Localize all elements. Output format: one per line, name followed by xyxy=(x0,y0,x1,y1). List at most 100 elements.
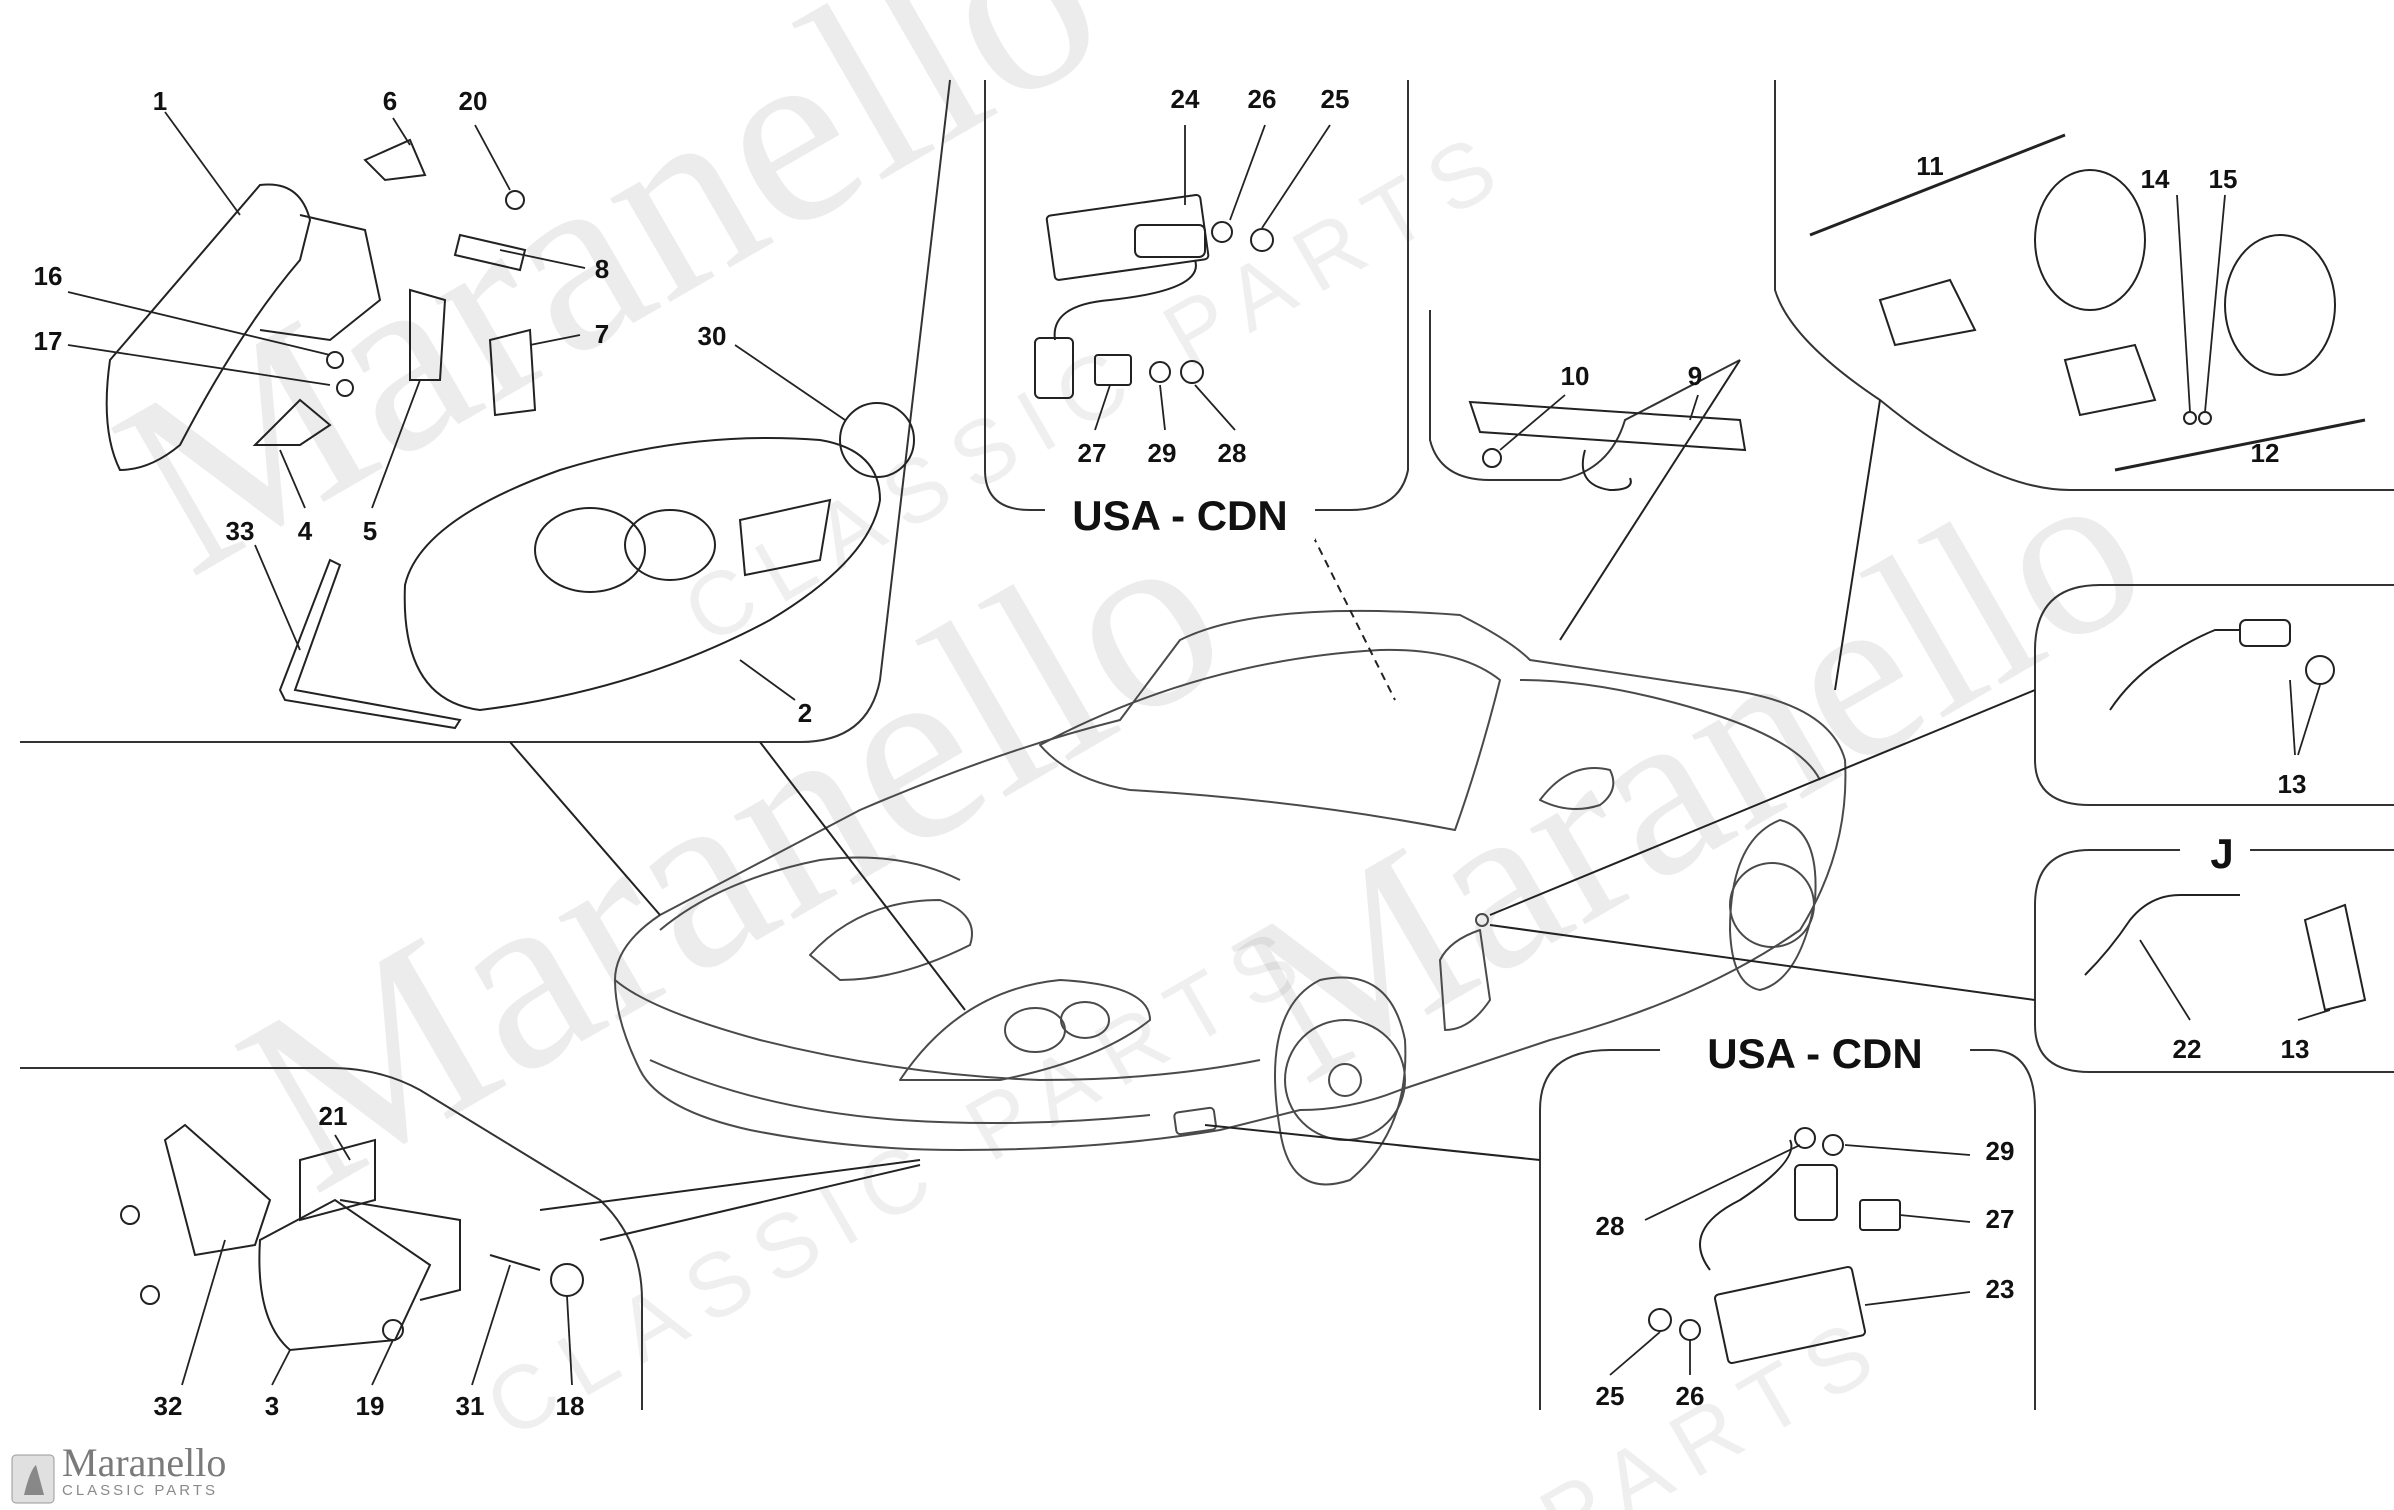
car-roofline xyxy=(1519,679,1821,781)
callout-9: 9 xyxy=(1688,361,1702,391)
headlamp-bulb-low xyxy=(534,507,646,593)
callout-7: 7 xyxy=(595,319,609,349)
nut-25b xyxy=(1648,1308,1672,1332)
car-hood-crease-left xyxy=(659,856,961,931)
callout-26b: 26 xyxy=(1676,1381,1705,1411)
callout-25a: 25 xyxy=(1321,84,1350,114)
headlamp-lens-exploded xyxy=(105,183,312,472)
part-15 xyxy=(2198,411,2212,425)
region-usa-cdn-top: USA - CDN xyxy=(1072,492,1287,539)
side-marker-parts xyxy=(1648,1127,1901,1365)
side-lamp-23 xyxy=(1713,1265,1867,1365)
callout-6: 6 xyxy=(383,86,397,116)
bolt-20 xyxy=(505,190,525,210)
frame-front-fog xyxy=(20,1067,643,1410)
watermark-parts: PARTS xyxy=(1524,1294,1905,1510)
callout-3: 3 xyxy=(265,1391,279,1421)
leader-third-brake xyxy=(1559,359,1741,641)
seal-33 xyxy=(278,558,462,730)
clip-6 xyxy=(363,138,427,182)
lamp-wire xyxy=(1053,259,1197,341)
frame-headlamp xyxy=(20,79,951,743)
repeater-wire-13a xyxy=(2109,629,2240,711)
callout-31: 31 xyxy=(456,1391,485,1421)
car-rear-rim xyxy=(1729,862,1815,948)
bracket-line-12 xyxy=(2114,418,2366,472)
bracket-line-11 xyxy=(1809,133,2066,237)
callout-17: 17 xyxy=(34,326,63,356)
brand-footer: Maranello CLASSIC PARTS xyxy=(62,1440,227,1500)
bulb-holder-11 xyxy=(1878,278,1977,347)
nut-28a xyxy=(1180,360,1204,384)
callout-25b: 25 xyxy=(1596,1381,1625,1411)
washer-26 xyxy=(1211,221,1233,243)
repeater-parts xyxy=(2084,619,2367,1012)
headlamp-assembly xyxy=(105,138,915,730)
headlamp-cap-30 xyxy=(839,402,915,478)
callout-27b: 27 xyxy=(1986,1204,2015,1234)
clip-27a xyxy=(1094,354,1132,386)
callout-14: 14 xyxy=(2141,164,2170,194)
callout-1: 1 xyxy=(153,86,167,116)
callout-30: 30 xyxy=(698,321,727,351)
callout-8: 8 xyxy=(595,254,609,284)
lamp-plate-24 xyxy=(1045,193,1210,281)
region-usa-bottom-bg xyxy=(1660,1025,1970,1077)
region-labels: USA - CDN USA - CDN J xyxy=(1045,488,2250,1077)
callout-10: 10 xyxy=(1561,361,1590,391)
leader-headlamp-a xyxy=(509,741,661,916)
brand-name: Maranello xyxy=(62,1440,227,1485)
callout-13a: 13 xyxy=(2278,769,2307,799)
nut-28b xyxy=(1794,1127,1816,1149)
car-front-hub xyxy=(1328,1063,1362,1097)
screw-32a xyxy=(120,1205,140,1225)
frame-repeater-j xyxy=(2034,849,2394,1073)
headlamp-grille xyxy=(738,498,832,577)
car-mirror xyxy=(1539,767,1615,810)
callout-33: 33 xyxy=(226,516,255,546)
leader-lines xyxy=(509,359,2036,1241)
fog-housing-3 xyxy=(339,1199,461,1301)
brand-subtitle: CLASSIC PARTS xyxy=(62,1482,218,1499)
leader-front-fog-b xyxy=(599,1164,921,1241)
car-body xyxy=(614,609,1847,1151)
callout-15: 15 xyxy=(2209,164,2238,194)
car-rear-wheel xyxy=(1729,819,1817,991)
bracket-8 xyxy=(453,233,527,272)
car-windscreen xyxy=(1039,648,1501,831)
clip-27b xyxy=(1859,1199,1901,1231)
part-14 xyxy=(2183,411,2197,425)
frame-rear-lamp xyxy=(984,80,1409,511)
car-side-marker xyxy=(1173,1106,1217,1136)
callout-2: 2 xyxy=(798,698,812,728)
grommet-18 xyxy=(550,1263,584,1297)
car-bumper-line xyxy=(614,979,1261,1081)
bracket-21 xyxy=(299,1138,376,1222)
callout-24: 24 xyxy=(1171,84,1200,114)
side-wire xyxy=(1699,1139,1793,1271)
watermark: Maranello Maranello Maranello CLASSIC PA… xyxy=(74,0,2184,1510)
callout-16: 16 xyxy=(34,261,63,291)
frame-fog-lamps xyxy=(1774,80,2394,491)
screw-10 xyxy=(1482,448,1502,468)
repeater-socket-13a xyxy=(2239,619,2291,647)
repeater-bulb-13a xyxy=(2305,655,2335,685)
lamp-socket-24 xyxy=(1134,224,1206,258)
brake-bar-9 xyxy=(1468,400,1747,452)
connector-block xyxy=(1034,337,1074,399)
callout-23: 23 xyxy=(1986,1274,2015,1304)
callout-22: 22 xyxy=(2173,1034,2202,1064)
callout-29a: 29 xyxy=(1148,438,1177,468)
callout-5: 5 xyxy=(363,516,377,546)
headlamp-bulb-high xyxy=(624,509,716,581)
screw-31 xyxy=(489,1254,541,1271)
callout-28a: 28 xyxy=(1218,438,1247,468)
frame-repeater-13 xyxy=(2034,584,2394,806)
leader-fog xyxy=(1834,399,1881,691)
car-repeater-point xyxy=(1475,913,1489,927)
leader-headlamp-b xyxy=(759,741,966,1011)
horse-icon xyxy=(24,1465,44,1495)
repeater-lamp-13b xyxy=(2303,903,2367,1012)
screw-16 xyxy=(326,351,344,369)
